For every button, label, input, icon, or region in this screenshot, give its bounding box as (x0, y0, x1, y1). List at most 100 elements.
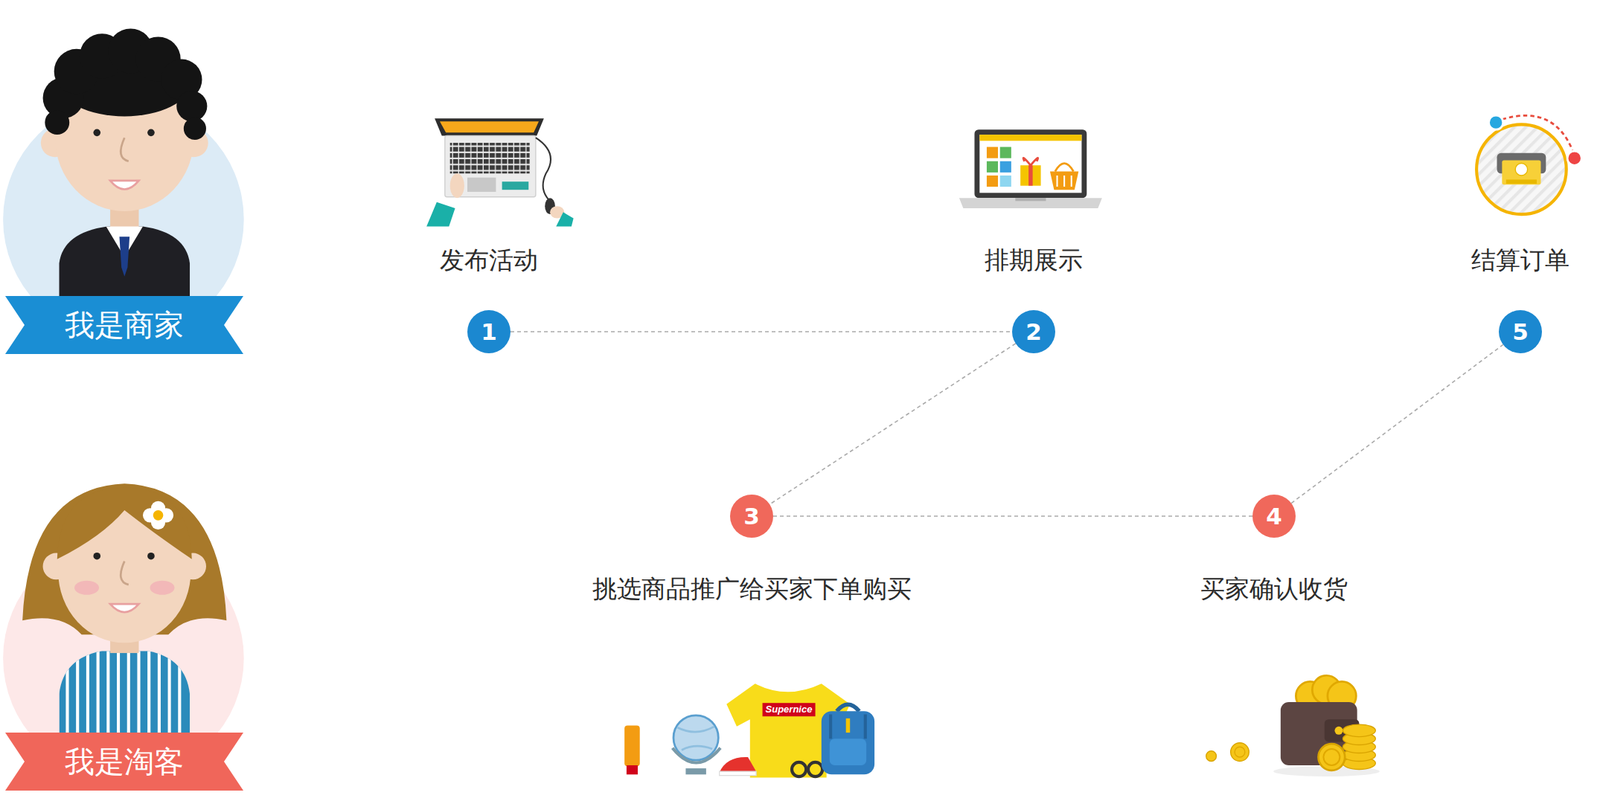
products-icon-part (836, 704, 859, 712)
products-icon-part (672, 748, 721, 764)
products-icon-part (821, 711, 875, 775)
products-icon-part (791, 762, 806, 777)
step-circle: 发布活动1 (467, 310, 511, 354)
step-label-anchor: 排期展示 (984, 245, 1083, 276)
products-icon-part (830, 714, 866, 739)
laptop-hands-icon-part (467, 177, 496, 192)
settle-icon-part (1501, 160, 1541, 185)
step-circle: 结算订单5 (1498, 310, 1542, 354)
laptop-hands-icon-part (450, 173, 465, 198)
schedule-laptop-icon-part (1050, 171, 1079, 190)
products-icon-part (719, 771, 757, 776)
merchant-avatar (2, 28, 245, 340)
shirt-print-label: Supernice (762, 703, 816, 717)
merchant-avatar-part (147, 129, 155, 137)
wallet-icon-part (1334, 727, 1343, 736)
schedule-laptop-icon-part (1023, 157, 1039, 166)
taoke-avatar-part-part (57, 649, 192, 738)
laptop-hands-icon (426, 118, 574, 227)
taoke-avatar-part (93, 552, 101, 561)
merchant-avatar-part (59, 226, 191, 299)
step-label-anchor: 结算订单 (1471, 245, 1570, 276)
step-circle: 买家确认收货4 (1252, 494, 1296, 539)
merchant-avatar-part (183, 117, 207, 140)
dashed-connector (769, 343, 1016, 505)
schedule-laptop-icon-part (986, 175, 998, 187)
wallet-icon-part (1230, 743, 1250, 763)
schedule-laptop-icon-part (979, 134, 1082, 141)
merchant-avatar-part (44, 110, 70, 135)
callout-number: 5 (1512, 320, 1529, 344)
ribbon-text: 我是商家 (64, 305, 184, 347)
step-label: 买家确认收货 (1200, 574, 1348, 604)
taoke-avatar-part-part (66, 649, 180, 738)
merchant-avatar-part (120, 137, 129, 162)
dashed-connector (1291, 344, 1504, 504)
step-label: 挑选商品推广给买家下单购买 (592, 574, 912, 604)
settle-icon-part (1501, 115, 1573, 150)
taoke-avatar-part (150, 581, 175, 596)
products-icon-part (677, 727, 714, 751)
laptop-hands-icon-part (426, 202, 455, 227)
schedule-laptop-icon-part (959, 197, 1103, 209)
schedule-laptop-icon-part (1020, 165, 1041, 186)
products-icon (624, 683, 875, 778)
schedule-laptop-icon (959, 129, 1103, 209)
ribbon-banner: 我是商家 (5, 296, 244, 355)
callout-number: 4 (1265, 505, 1283, 529)
taoke-avatar-part (110, 604, 139, 613)
callout-number: 2 (1025, 320, 1042, 344)
settle-icon-part (1567, 151, 1582, 166)
schedule-laptop-icon-part (1015, 197, 1046, 201)
products-icon-part (846, 718, 850, 734)
laptop-hands-icon-part (450, 142, 530, 174)
taoke-avatar-part (74, 581, 99, 596)
schedule-laptop-icon-part (1000, 161, 1012, 173)
label-anchor: Supernice (762, 701, 816, 717)
taoke-avatar-part (57, 488, 192, 560)
products-icon-part (808, 762, 823, 777)
taoke-avatar-part (153, 510, 164, 521)
step-label-anchor: 买家确认收货 (1200, 574, 1348, 605)
products-icon-part (685, 768, 706, 775)
schedule-laptop-icon-part (986, 147, 998, 159)
merchant-avatar-part (93, 129, 101, 137)
schedule-laptop-icon-part (1000, 175, 1012, 187)
wallet-icon-part (1342, 724, 1376, 737)
taoke-avatar-part (57, 649, 192, 738)
products-icon-part (719, 757, 757, 774)
dashed-connector (510, 331, 1013, 333)
taoke-avatar-part (120, 561, 129, 586)
ribbon-fill (5, 296, 244, 355)
products-icon-part (626, 765, 638, 775)
settle-icon-part (1515, 163, 1528, 176)
schedule-laptop-icon-part (1028, 165, 1033, 186)
settle-icon-part (1489, 115, 1504, 130)
step-label: 排期展示 (984, 245, 1083, 275)
schedule-laptop-icon-part (986, 161, 998, 173)
ribbon-banner: 我是淘客 (5, 733, 244, 792)
merchant-avatar-part (176, 90, 207, 122)
step-circle: 排期展示2 (1012, 310, 1056, 354)
wallet-icon-part (1318, 744, 1346, 771)
ribbon-text: 我是淘客 (64, 741, 184, 783)
schedule-laptop-icon-part (1057, 175, 1072, 187)
callout-number: 3 (743, 505, 760, 529)
wallet-icon-part (1206, 751, 1217, 763)
schedule-laptop-icon-part (1000, 147, 1012, 159)
schedule-laptop-icon-part (974, 129, 1087, 198)
products-icon-part (624, 725, 640, 767)
laptop-hands-icon-part (502, 181, 530, 190)
laptop-hands-icon-part (535, 137, 551, 201)
schedule-laptop-icon-part (1055, 163, 1074, 172)
settle-icon-part (1476, 124, 1567, 215)
products-icon-part (829, 738, 867, 766)
wallet-icon-part (1323, 749, 1340, 766)
step-label: 发布活动 (439, 245, 539, 275)
wallet-icon-part (1234, 747, 1246, 758)
dashed-connector (773, 515, 1253, 518)
ribbon-fill (5, 733, 244, 792)
